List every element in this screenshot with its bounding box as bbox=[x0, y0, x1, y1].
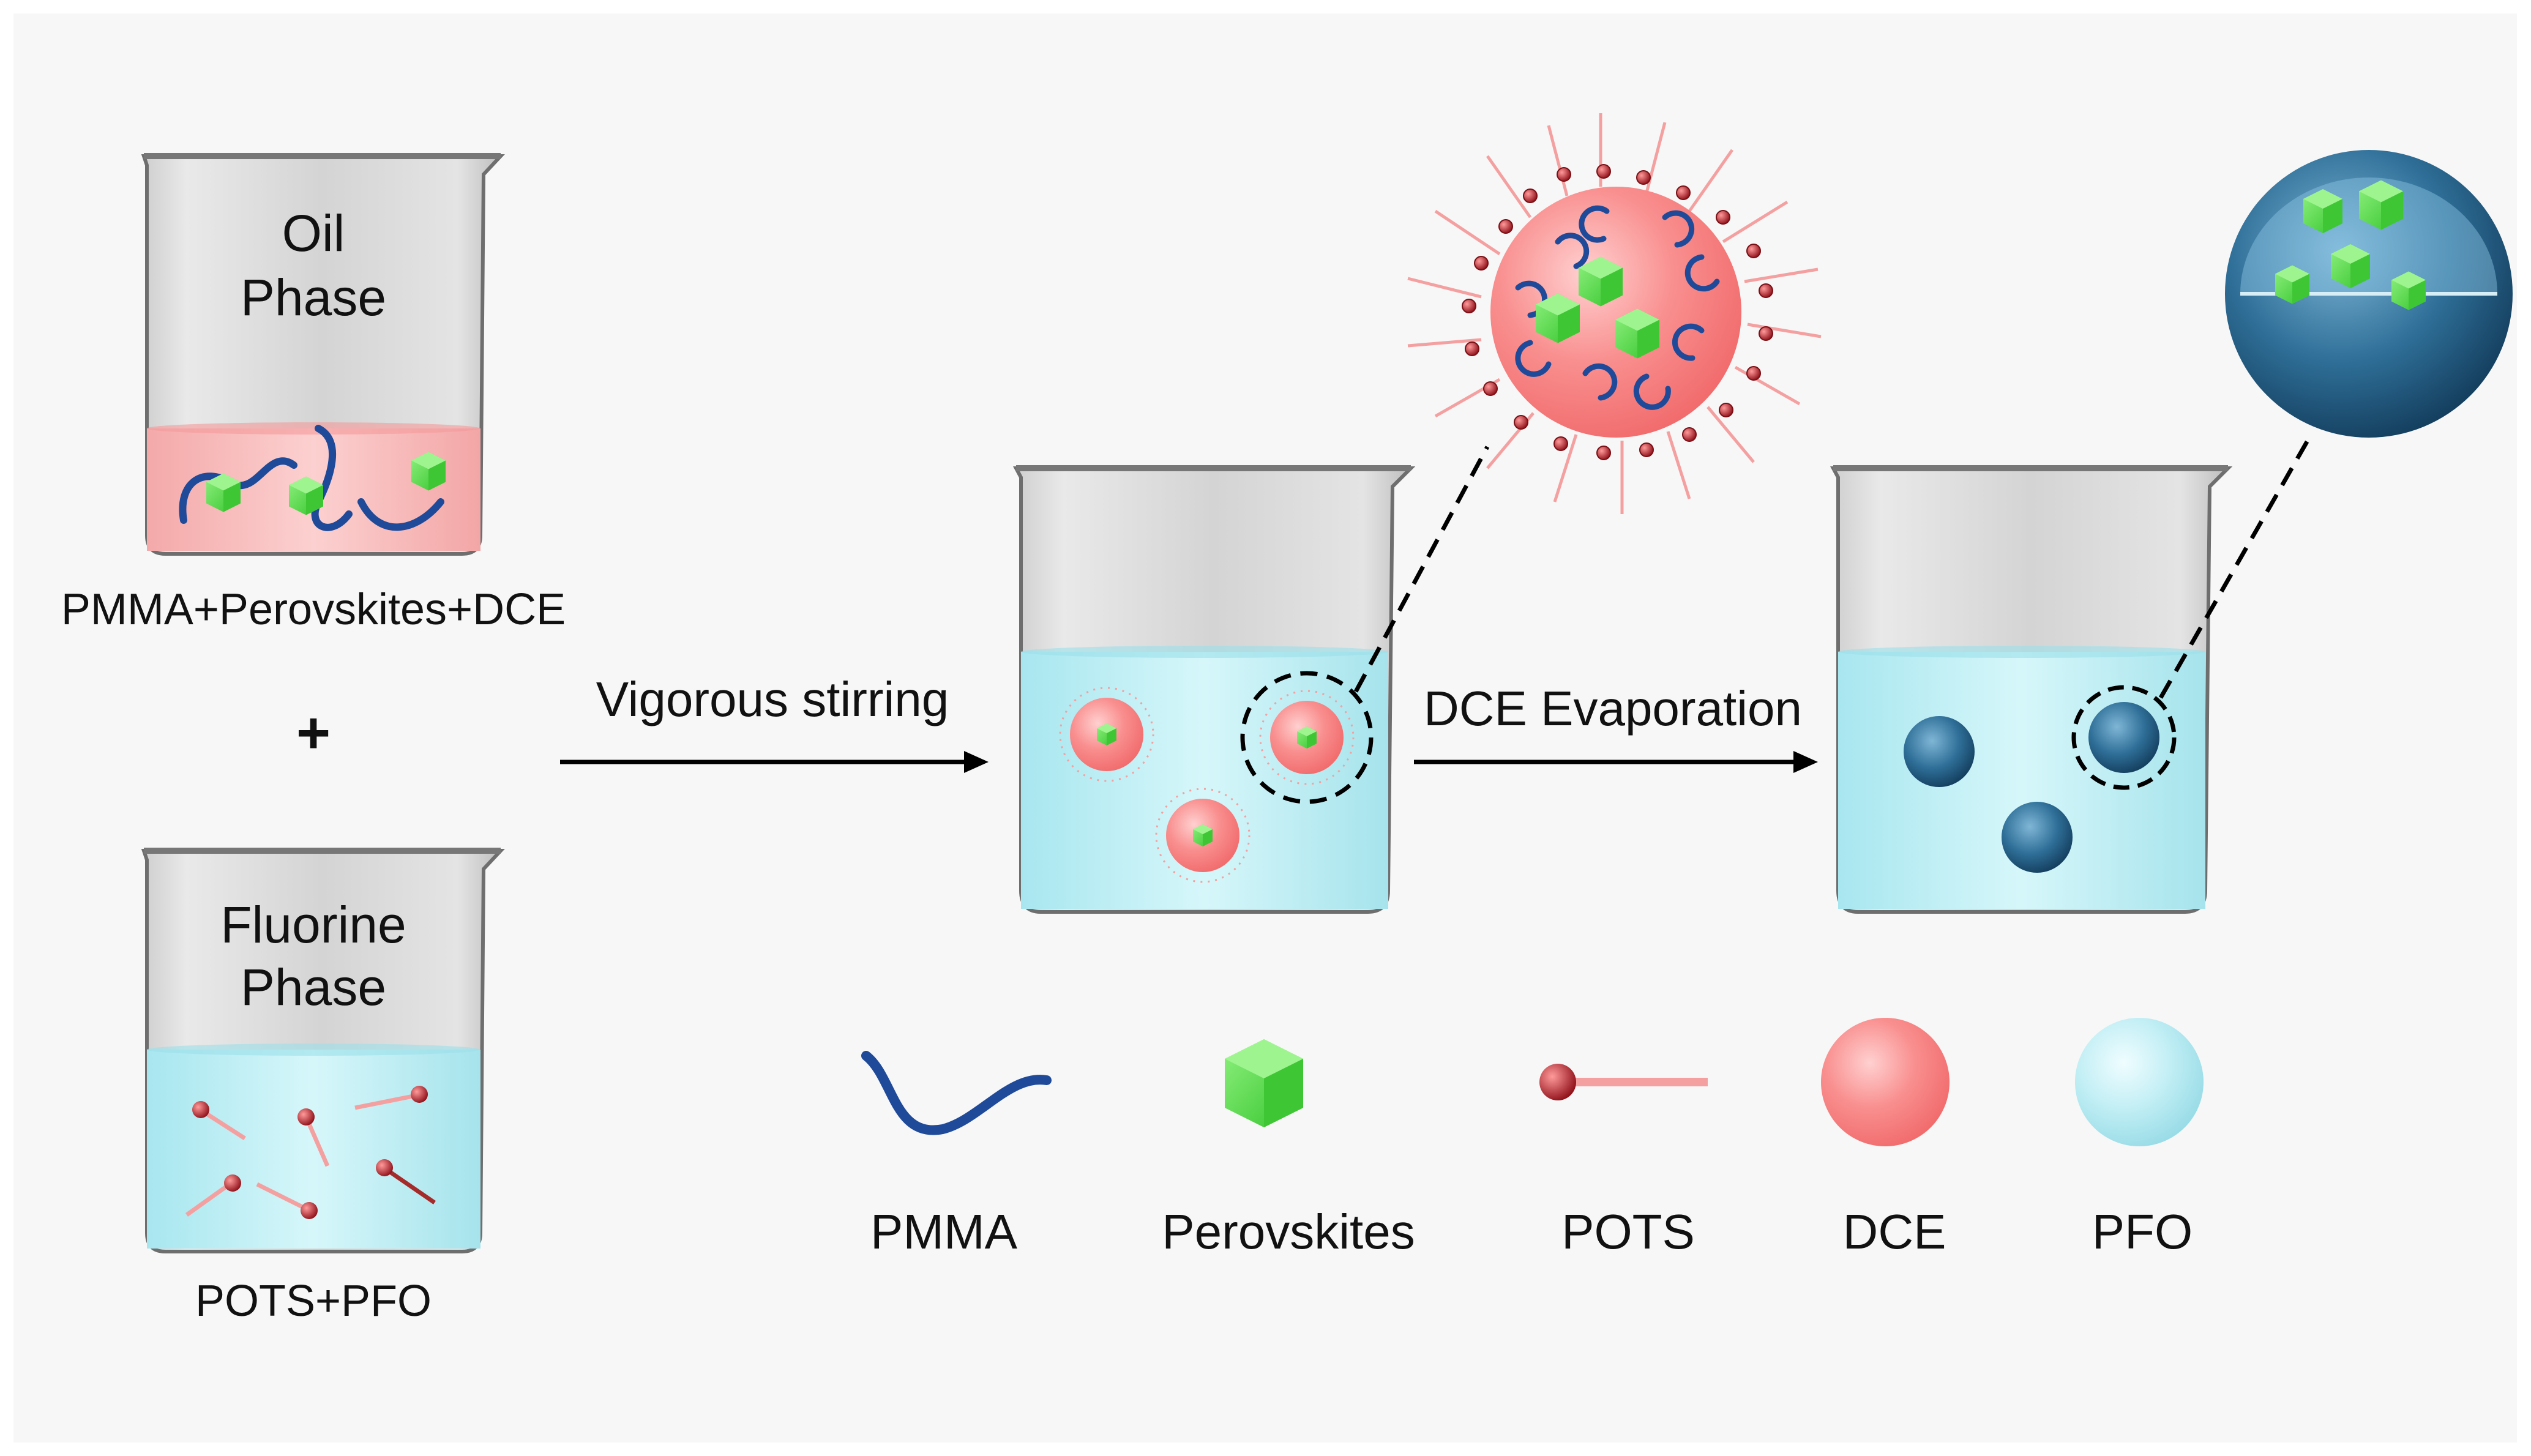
dce-sphere-icon bbox=[1821, 1018, 1950, 1146]
step-label-evaporation: DCE Evaporation bbox=[1424, 681, 1802, 736]
legend-label-dce: DCE bbox=[1843, 1204, 1946, 1259]
legend-item-dce: DCE bbox=[1821, 1018, 1950, 1259]
product-microsphere bbox=[2002, 802, 2073, 873]
legend-label-pmma: PMMA bbox=[870, 1204, 1018, 1259]
droplet-detail bbox=[1407, 113, 1822, 514]
fluorine-phase-beaker bbox=[141, 848, 505, 1253]
legend-label-pots: POTS bbox=[1561, 1204, 1695, 1259]
step-label-stirring: Vigorous stirring bbox=[596, 672, 949, 726]
microsphere-detail bbox=[2225, 150, 2513, 438]
stirring-arrow bbox=[560, 751, 989, 773]
pfo-sphere-icon bbox=[2075, 1018, 2204, 1146]
fluorine-phase-caption: POTS+PFO bbox=[195, 1277, 432, 1326]
product-beaker bbox=[1830, 465, 2233, 914]
pmma-icon bbox=[861, 1051, 1052, 1135]
small-droplet bbox=[1259, 690, 1355, 785]
fluorine-phase-title-line2: Phase bbox=[241, 958, 386, 1016]
small-droplet bbox=[1155, 788, 1251, 883]
oil-phase-beaker bbox=[141, 153, 505, 556]
pots-head-icon bbox=[1539, 1064, 1576, 1100]
legend-item-perovskites: Perovskites bbox=[1162, 1039, 1415, 1259]
zoom-line bbox=[1353, 446, 1490, 693]
emulsion-beaker bbox=[1013, 465, 1416, 914]
oil-phase-caption: PMMA+Perovskites+DCE bbox=[61, 585, 566, 634]
oil-phase-title-line1: Oil bbox=[282, 204, 345, 262]
legend-item-pfo: PFO bbox=[2075, 1018, 2204, 1259]
legend-item-pmma: PMMA bbox=[861, 1051, 1052, 1259]
legend-item-pots: POTS bbox=[1539, 1064, 1708, 1259]
legend: PMMA Perovskites POTS DCE PFO bbox=[861, 1018, 2204, 1259]
zoom-circle bbox=[2071, 685, 2177, 790]
product-microsphere bbox=[2088, 702, 2159, 773]
small-droplet bbox=[1059, 687, 1154, 782]
plus-sign: + bbox=[296, 700, 331, 766]
legend-label-pfo: PFO bbox=[2092, 1204, 2193, 1259]
product-microsphere bbox=[1904, 716, 1975, 787]
fluorine-phase-title-line1: Fluorine bbox=[220, 896, 406, 954]
evaporation-arrow bbox=[1414, 751, 1818, 773]
zoom-line bbox=[2158, 439, 2310, 699]
zoom-circle bbox=[1240, 671, 1374, 804]
legend-label-perovskites: Perovskites bbox=[1162, 1204, 1415, 1259]
oil-phase-title-line2: Phase bbox=[241, 269, 386, 326]
